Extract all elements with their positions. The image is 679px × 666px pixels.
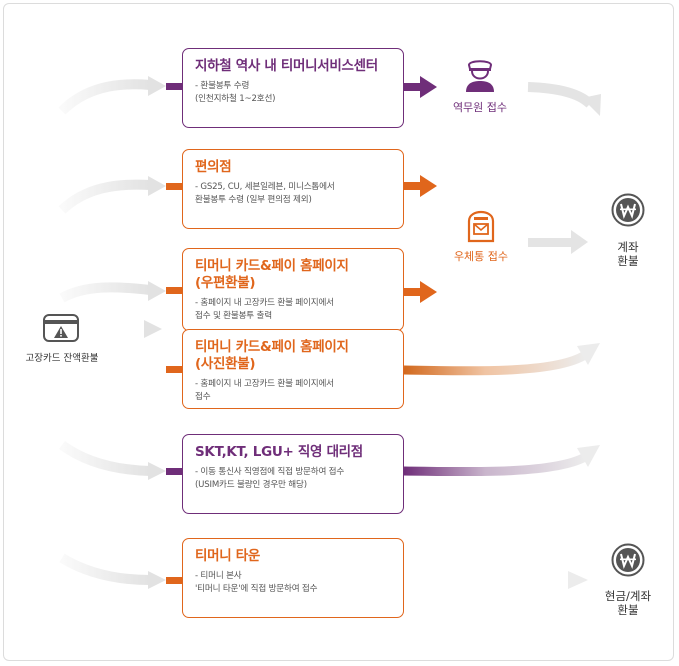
staff-label: 역무원 접수 bbox=[452, 101, 508, 114]
incoming-arrow-2 bbox=[58, 176, 166, 214]
channel-title: 지하철 역사 내 티머니서비스센터 bbox=[195, 58, 378, 74]
channel-desc: - GS25, CU, 세븐일레븐, 미니스톱에서 환불봉투 수령 (일부 편의… bbox=[195, 182, 335, 205]
channel-box-tmoney-town: 티머니 타운 - 티머니 본사 '티머니 타운'에 직접 방문하여 접수 bbox=[182, 538, 404, 618]
arrow-postbox-to-refund bbox=[528, 230, 588, 254]
channel-desc: - 환불봉투 수령 (인천지하철 1~2호선) bbox=[195, 81, 276, 104]
channel-title: 티머니 카드&페이 홈페이지 (사진환불) bbox=[195, 339, 349, 372]
connector-1 bbox=[166, 83, 184, 90]
channel-title: 티머니 카드&페이 홈페이지 (우편환불) bbox=[195, 258, 349, 291]
arrow-to-staff bbox=[404, 76, 437, 98]
incoming-arrow-6 bbox=[59, 553, 166, 589]
arrow-to-postbox-2 bbox=[404, 281, 437, 303]
channel-box-convenience: 편의점 - GS25, CU, 세븐일레븐, 미니스톱에서 환불봉투 수령 (일… bbox=[182, 149, 404, 229]
postbox-icon bbox=[467, 207, 495, 243]
arrow-photo-refund bbox=[403, 343, 600, 376]
arrow-staff-to-refund bbox=[527, 82, 601, 116]
cash-account-refund-label: 현금/계좌 환불 bbox=[604, 589, 652, 617]
postbox-label: 우체통 접수 bbox=[453, 250, 509, 263]
channel-box-homepage-photo: 티머니 카드&페이 홈페이지 (사진환불) - 홈페이지 내 고장카드 환불 페… bbox=[182, 329, 404, 409]
channel-box-telecom: SKT,KT, LGU+ 직영 대리점 - 이동 통신사 직영점에 직접 방문하… bbox=[182, 434, 404, 514]
connector-2 bbox=[166, 183, 184, 190]
connector-6 bbox=[166, 577, 184, 584]
channel-title: 티머니 타운 bbox=[195, 548, 260, 564]
channel-desc: - 홈페이지 내 고장카드 환불 페이지에서 접수 및 환불봉투 출력 bbox=[195, 298, 334, 321]
account-refund-label: 계좌 환불 bbox=[617, 240, 639, 268]
channel-desc: - 이동 통신사 직영점에 직접 방문하여 접수 (USIM카드 불량인 경우만… bbox=[195, 467, 345, 490]
incoming-arrow-4 bbox=[102, 320, 162, 338]
channel-desc: - 티머니 본사 '티머니 타운'에 직접 방문하여 접수 bbox=[195, 571, 318, 594]
channel-box-subway: 지하철 역사 내 티머니서비스센터 - 환불봉투 수령 (인천지하철 1~2호선… bbox=[182, 48, 404, 128]
connector-3 bbox=[166, 287, 184, 294]
channel-title: SKT,KT, LGU+ 직영 대리점 bbox=[195, 444, 363, 460]
won-coin-icon bbox=[611, 193, 645, 227]
station-staff-icon bbox=[463, 57, 497, 93]
arrow-telecom bbox=[403, 445, 600, 477]
incoming-arrow-1 bbox=[58, 76, 166, 115]
channel-box-homepage-mail: 티머니 카드&페이 홈페이지 (우편환불) - 홈페이지 내 고장카드 환불 페… bbox=[182, 248, 404, 331]
incoming-arrow-3 bbox=[59, 281, 166, 303]
arrow-to-postbox-1 bbox=[404, 175, 437, 197]
arrow-tmoney-town bbox=[404, 571, 588, 589]
incoming-arrow-5 bbox=[59, 440, 166, 480]
won-coin-icon bbox=[611, 543, 645, 577]
card-warning-icon bbox=[43, 314, 79, 342]
channel-desc: - 홈페이지 내 고장카드 환불 페이지에서 접수 bbox=[195, 379, 334, 402]
diagram-frame bbox=[3, 3, 674, 661]
channel-title: 편의점 bbox=[195, 159, 232, 175]
connector-4 bbox=[166, 366, 184, 373]
connector-5 bbox=[166, 468, 184, 475]
source-label: 고장카드 잔액환불 bbox=[25, 353, 99, 364]
